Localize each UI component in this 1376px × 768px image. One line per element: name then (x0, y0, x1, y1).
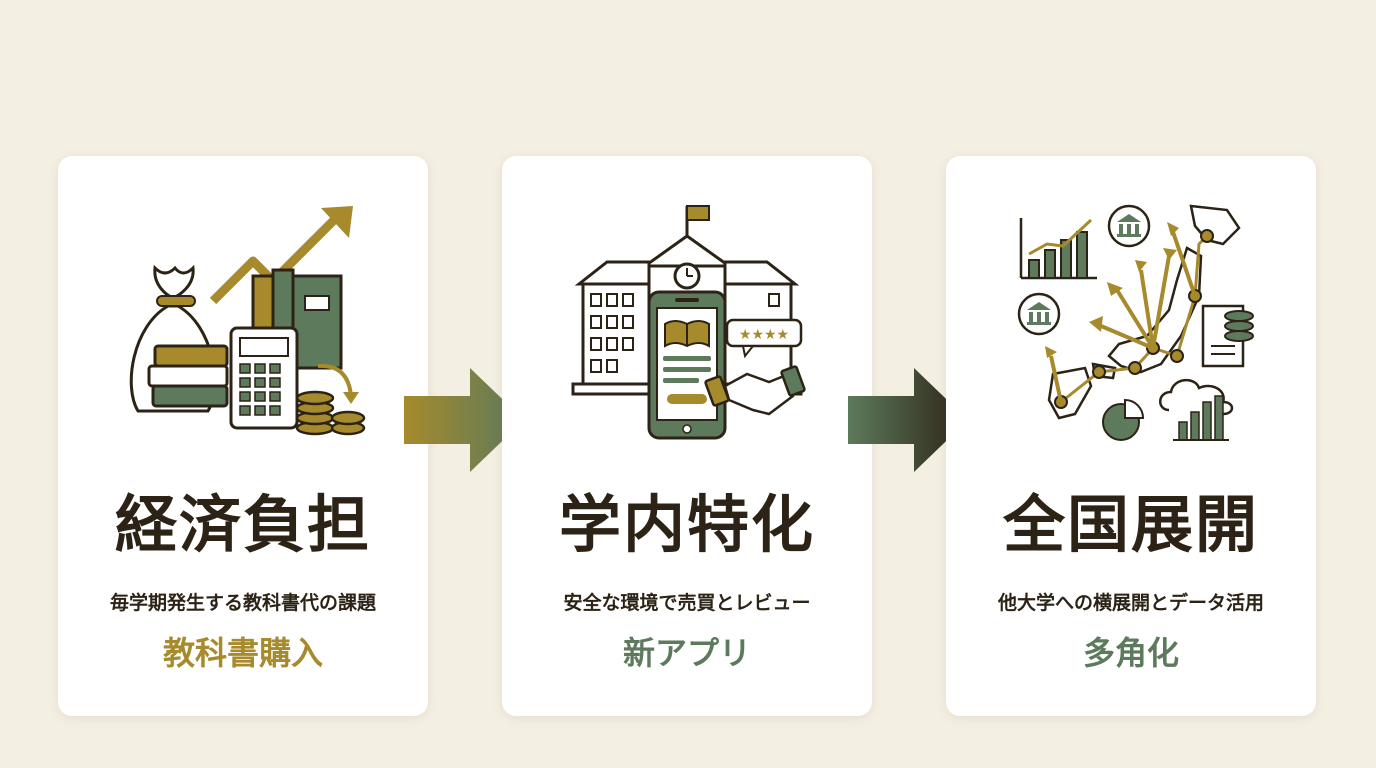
step-subtitle: 毎学期発生する教科書代の課題 (109, 592, 376, 614)
flow-arrow-icon (848, 368, 968, 472)
university-smartphone-handshake-icon: ★★★★ (571, 205, 806, 440)
step-tag: 教科書購入 (162, 634, 323, 672)
step-subtitle: 安全な環境で売買とレビュー (563, 592, 811, 614)
step-tag: 新アプリ (622, 634, 751, 672)
svg-text:★★★★: ★★★★ (739, 327, 789, 343)
step-title: 経済負担 (114, 488, 371, 561)
step-tag: 多角化 (1082, 634, 1179, 672)
step-title: 学内特化 (558, 488, 815, 561)
flow-arrow-icon (404, 368, 524, 472)
step-card-nationwide-expansion: 全国展開 他大学への横展開とデータ活用 多角化 (946, 156, 1316, 716)
step-card-economic-burden: 経済負担 毎学期発生する教科書代の課題 教科書購入 (58, 156, 428, 716)
japan-map-expansion-icon (1017, 204, 1254, 441)
step-card-campus-specialized: ★★★★ 学内特化 安全な環境で売買とレビュー 新アプリ (502, 156, 872, 716)
step-title: 全国展開 (1002, 488, 1259, 561)
money-books-calculator-icon (129, 206, 366, 436)
step-subtitle: 他大学への横展開とデータ活用 (997, 592, 1264, 614)
